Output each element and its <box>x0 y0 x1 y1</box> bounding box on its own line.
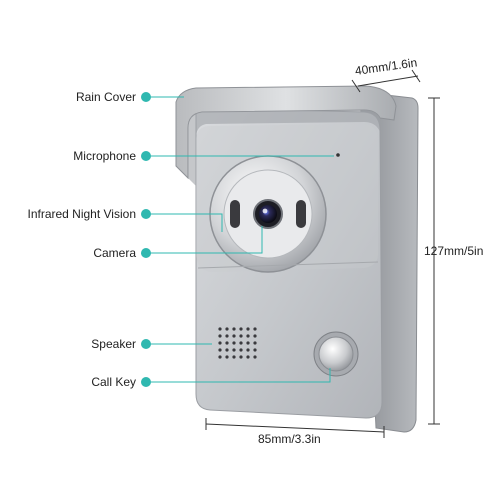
speaker-hole <box>253 341 257 345</box>
infrared-led-left <box>230 200 240 228</box>
speaker-hole <box>225 327 229 331</box>
label-infrared-night-vision: Infrared Night Vision <box>27 207 136 221</box>
callout-dot-call-key <box>141 377 151 387</box>
speaker-hole <box>246 341 250 345</box>
speaker-hole <box>239 355 243 359</box>
speaker-hole <box>246 327 250 331</box>
speaker-hole <box>253 355 257 359</box>
speaker-hole <box>253 327 257 331</box>
dimension-width-label: 85mm/3.3in <box>258 432 321 446</box>
speaker-hole <box>218 348 222 352</box>
label-camera: Camera <box>93 246 136 260</box>
camera-lens-glint <box>262 208 268 214</box>
speaker-hole <box>246 334 250 338</box>
callout-dots <box>141 92 151 387</box>
speaker-hole <box>232 334 236 338</box>
speaker-hole <box>239 334 243 338</box>
speaker-hole <box>246 355 250 359</box>
dimension-lines <box>205 69 440 438</box>
speaker-hole <box>218 334 222 338</box>
speaker-hole <box>239 341 243 345</box>
callout-dot-rain-cover <box>141 92 151 102</box>
rain-cover-inner-shadow <box>188 110 380 186</box>
callout-dot-speaker <box>141 339 151 349</box>
speaker-hole <box>218 341 222 345</box>
speaker-hole <box>225 355 229 359</box>
callout-lines <box>147 96 334 383</box>
callout-dot-camera <box>141 248 151 258</box>
speaker-hole <box>232 355 236 359</box>
speaker-hole <box>232 348 236 352</box>
camera-lens <box>259 205 277 223</box>
speaker-hole <box>253 334 257 338</box>
speaker-hole <box>218 355 222 359</box>
callout-dot-microphone <box>141 151 151 161</box>
lower-panel-divider <box>197 261 379 269</box>
speaker-hole <box>232 341 236 345</box>
dimension-height-label: 127mm/5in <box>424 244 484 258</box>
callout-dot-infrared <box>141 209 151 219</box>
label-rain-cover: Rain Cover <box>75 90 136 104</box>
label-call-key: Call Key <box>91 375 136 389</box>
speaker-hole <box>218 327 222 331</box>
label-microphone: Microphone <box>73 149 136 163</box>
call-key-button <box>318 336 354 372</box>
speaker-hole <box>225 334 229 338</box>
speaker-hole <box>225 341 229 345</box>
speaker-grill <box>218 327 257 359</box>
speaker-hole <box>225 348 229 352</box>
speaker-hole <box>239 327 243 331</box>
label-speaker: Speaker <box>91 337 136 351</box>
infrared-led-right <box>296 200 306 228</box>
speaker-hole <box>246 348 250 352</box>
speaker-hole <box>232 327 236 331</box>
microphone-hole <box>336 153 340 157</box>
speaker-hole <box>253 348 257 352</box>
speaker-hole <box>239 348 243 352</box>
